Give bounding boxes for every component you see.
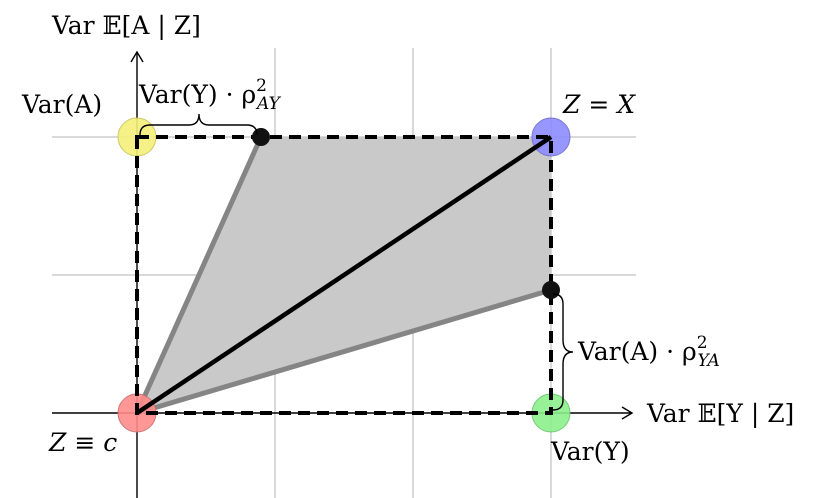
corner-var-a-label: Var(A) — [21, 90, 102, 119]
x-axis-label: Var 𝔼[Y | Z] — [646, 399, 794, 429]
diagonal-line — [135, 135, 553, 415]
region-edge-right — [136, 287, 552, 416]
brace-top-text: Var(Y) · ρ — [138, 80, 256, 109]
brace-top-sub: AY — [255, 94, 282, 114]
dot-top — [252, 128, 270, 146]
dot-right — [542, 281, 560, 299]
brace-right-sub: YA — [698, 351, 720, 371]
brace-top — [139, 113, 258, 136]
x-axis-arrow — [621, 406, 634, 420]
brace-right — [552, 293, 574, 411]
corner-var-y-label: Var(Y) — [550, 437, 630, 466]
dashed-bound — [135, 135, 553, 415]
corner-z-x-label: Z = X — [562, 90, 636, 119]
region-edge-top — [134, 135, 264, 415]
brace-right-sup: 2 — [697, 333, 708, 353]
y-axis-arrow — [130, 50, 144, 63]
corner-z-c-label: Z ≡ c — [48, 428, 117, 457]
brace-right-text: Var(A) · ρ — [577, 337, 697, 366]
brace-top-sup: 2 — [256, 76, 267, 96]
y-axis-label: Var 𝔼[A | Z] — [51, 11, 201, 41]
